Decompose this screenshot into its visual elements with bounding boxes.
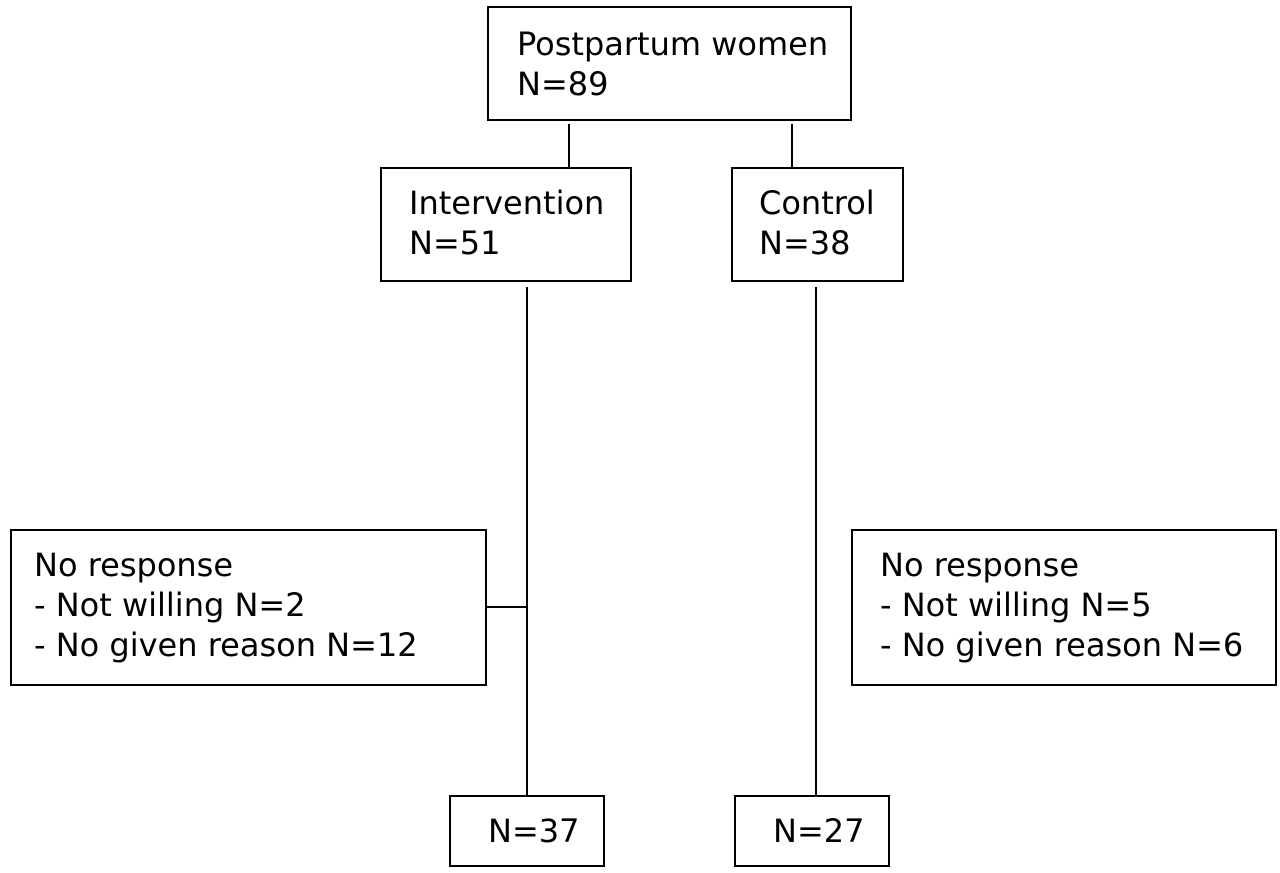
intervention-no-response-box: No response - Not willing N=2 - No given… [10,529,487,686]
intervention-title: Intervention [409,184,605,222]
connector-control-to-final [815,287,817,795]
control-final-count: N=27 [773,812,865,850]
intervention-final-count: N=37 [488,812,580,850]
connector-top-to-control [791,124,793,167]
intervention-no-given-reason: - No given reason N=12 [34,626,418,664]
control-count: N=38 [759,224,851,262]
enrollment-box: Postpartum women N=89 [487,6,852,121]
connector-intervention-to-final [526,287,528,795]
control-not-willing: - Not willing N=5 [880,586,1152,624]
connector-intervention-to-exclusion [487,606,527,608]
intervention-count: N=51 [409,224,501,262]
control-no-response-title: No response [880,546,1080,584]
control-no-given-reason: - No given reason N=6 [880,626,1244,664]
intervention-final-box: N=37 [449,795,605,867]
connector-top-to-intervention [568,124,570,167]
control-box: Control N=38 [731,167,904,282]
intervention-not-willing: - Not willing N=2 [34,586,306,624]
intervention-no-response-title: No response [34,546,234,584]
control-no-response-box: No response - Not willing N=5 - No given… [851,529,1277,686]
intervention-box: Intervention N=51 [380,167,632,282]
control-final-box: N=27 [734,795,890,867]
enrollment-title: Postpartum women [517,25,829,63]
control-title: Control [759,184,875,222]
enrollment-count: N=89 [517,65,609,103]
